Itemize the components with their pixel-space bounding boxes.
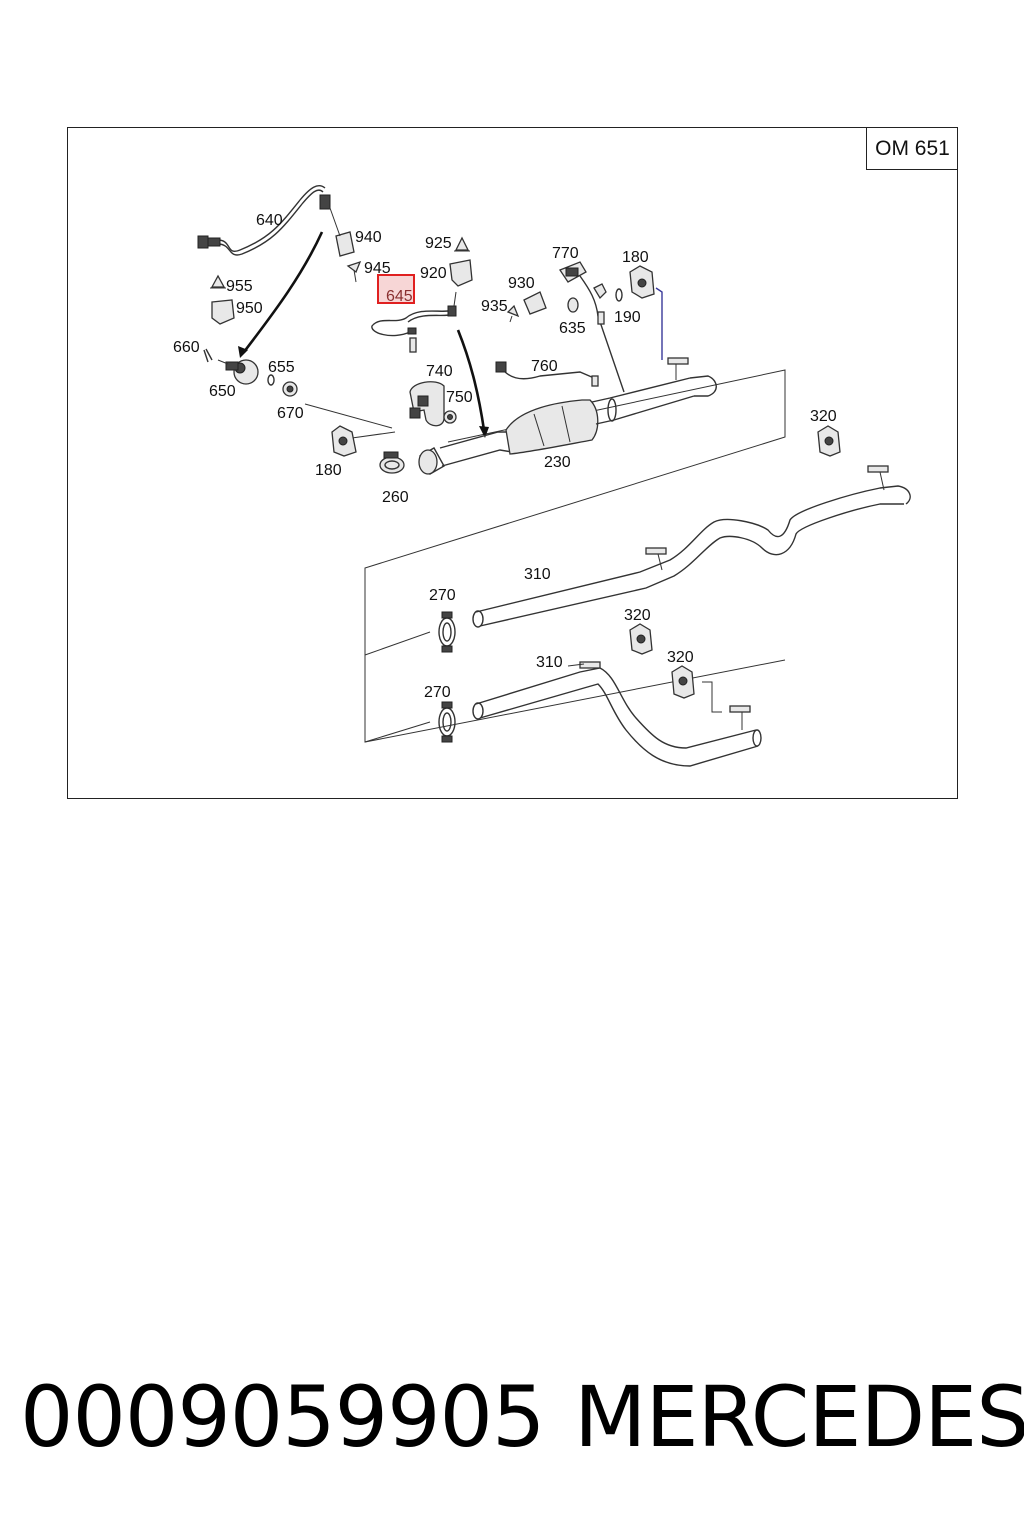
leader-line	[304, 403, 393, 429]
leader-line	[351, 431, 396, 439]
sensor-760	[495, 361, 599, 387]
callout-760: 760	[531, 358, 558, 375]
bracket-line	[364, 721, 431, 743]
clip-935	[506, 304, 520, 323]
bracket-930	[523, 291, 547, 315]
callout-640: 640	[256, 212, 283, 229]
callout-955: 955	[226, 278, 253, 295]
callout-920: 920	[420, 265, 447, 282]
arrowhead	[479, 426, 489, 438]
clamp-260	[379, 451, 405, 474]
exhaust-pipe-310-lower	[472, 661, 762, 767]
callout-750: 750	[446, 389, 473, 406]
clip-945	[346, 260, 362, 283]
callout-260: 260	[382, 489, 409, 506]
callout-650: 650	[209, 383, 236, 400]
pointer-arrow	[242, 231, 324, 353]
part-number: 0009059905	[20, 1368, 545, 1466]
callout-940: 940	[355, 229, 382, 246]
callout-310-lower: 310	[536, 654, 563, 671]
rubber-mount-320-mid	[629, 623, 653, 655]
nut-750	[443, 410, 457, 424]
bracket-950	[211, 299, 235, 325]
callout-190: 190	[614, 309, 641, 326]
clamp-270-upper	[438, 611, 456, 653]
callout-945: 945	[364, 260, 391, 277]
callout-740: 740	[426, 363, 453, 380]
callout-660: 660	[173, 339, 200, 356]
arrowhead	[238, 346, 248, 358]
callout-320-upper: 320	[810, 408, 837, 425]
rubber-mount-180-lower	[331, 425, 357, 457]
callout-645: 645	[386, 288, 413, 305]
bolt-660	[203, 348, 213, 363]
callout-270-upper: 270	[429, 587, 456, 604]
particulate-filter-230	[418, 357, 717, 475]
bracket-920	[449, 259, 473, 287]
sensor-probe	[593, 283, 607, 325]
callout-180-lower: 180	[315, 462, 342, 479]
callout-670: 670	[277, 405, 304, 422]
brand-name: MERCEDES	[574, 1368, 1024, 1466]
callout-655: 655	[268, 359, 295, 376]
callout-270-lower: 270	[424, 684, 451, 701]
nut-670	[282, 381, 298, 397]
callout-180-upper: 180	[622, 249, 649, 266]
callout-310-upper: 310	[524, 566, 551, 583]
highlight-box	[377, 274, 415, 304]
callout-320-mid: 320	[624, 607, 651, 624]
callout-950: 950	[236, 300, 263, 317]
clip-940	[329, 207, 355, 257]
engine-model-label: OM 651	[866, 128, 958, 170]
ring-655	[267, 374, 275, 386]
rubber-mount-320-upper	[817, 425, 841, 457]
callout-770: 770	[552, 245, 579, 262]
exhaust-pipe-310-upper	[472, 465, 911, 628]
callout-930: 930	[508, 275, 535, 292]
bracket-line	[364, 631, 431, 656]
clamp-270-lower	[438, 701, 456, 743]
clip-925	[454, 236, 470, 252]
upper-assembly-outline	[364, 369, 786, 743]
callout-320-lower: 320	[667, 649, 694, 666]
clip-955	[210, 274, 226, 289]
ring-190	[615, 288, 623, 302]
nut-635	[567, 297, 579, 313]
sensor-cable-645	[371, 291, 457, 353]
exhaust-parts-diagram: 640 940 945 925 920 645 955 950 660 650 …	[173, 184, 911, 767]
callout-935: 935	[481, 298, 508, 315]
sensor-cable-640	[197, 184, 331, 256]
rubber-mount-180-upper	[629, 265, 663, 360]
hanger-740	[409, 381, 445, 427]
callout-635: 635	[559, 320, 586, 337]
pointer-arrow	[456, 329, 486, 431]
rubber-mount-320-lower	[671, 665, 722, 713]
callout-230: 230	[544, 454, 571, 471]
sensor-650	[217, 359, 259, 385]
callout-925: 925	[425, 235, 452, 252]
